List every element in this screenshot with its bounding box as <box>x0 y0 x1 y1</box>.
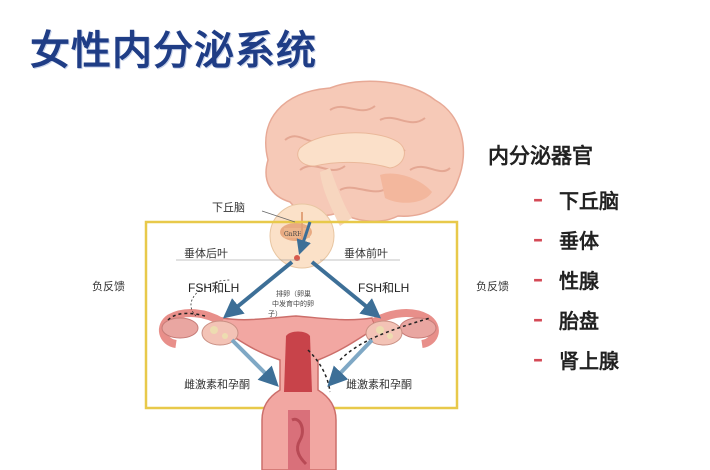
ovulation-label-3: 子） <box>268 310 282 318</box>
anterior-pituitary-label: 垂体前叶 <box>344 246 388 260</box>
organ-label: 胎盘 <box>559 308 599 333</box>
organ-item: –下丘脑 <box>488 179 688 219</box>
hormone-arrows <box>190 221 382 387</box>
hormones-left-label: 雌激素和孕酮 <box>184 377 250 391</box>
posterior-pituitary-label: 垂体后叶 <box>184 246 228 260</box>
hypothalamus-pituitary: GnRH <box>269 203 335 269</box>
dash-icon: – <box>533 267 543 291</box>
arrow-right-ovary-to-uterus <box>327 338 374 387</box>
organ-label: 下丘脑 <box>559 188 619 213</box>
dash-icon: – <box>533 347 543 371</box>
gnrh-label: GnRH <box>284 231 302 238</box>
endocrine-organ-list: 内分泌器官 –下丘脑 –垂体 –性腺 –胎盘 –肾上腺 <box>488 140 688 379</box>
arrow-pituitary-to-right-ovary <box>310 260 382 319</box>
negative-feedback-left-label: 负反馈 <box>92 279 125 293</box>
arrow-left-ovary-to-uterus <box>230 338 279 387</box>
ovulation-label-1: 排卵（卵巢 <box>276 289 311 298</box>
organ-item: –肾上腺 <box>488 339 688 379</box>
reproductive-illustration <box>158 309 439 470</box>
organ-label: 性腺 <box>559 268 599 293</box>
organ-item: –性腺 <box>488 259 688 299</box>
ovulation-label-2: 中发育中的卵 <box>272 299 314 308</box>
organ-item: –胎盘 <box>488 299 688 339</box>
organ-list-heading: 内分泌器官 <box>488 144 593 168</box>
hormones-right-label: 雌激素和孕酮 <box>346 377 412 391</box>
hypothalamus-label: 下丘脑 <box>212 201 245 214</box>
organ-item: –垂体 <box>488 219 688 259</box>
negative-feedback-right-label: 负反馈 <box>476 279 509 293</box>
organ-label: 垂体 <box>559 228 599 253</box>
arrow-hypothalamus-to-pituitary <box>296 221 312 255</box>
dash-icon: – <box>533 227 543 251</box>
brain-illustration <box>265 80 465 226</box>
fsh-lh-right-label: FSH和LH <box>358 281 409 295</box>
arrow-pituitary-to-left-ovary <box>222 260 294 319</box>
page-title: 女性内分泌系统 <box>30 28 317 74</box>
dash-icon: – <box>533 307 543 331</box>
organ-label: 肾上腺 <box>559 348 619 373</box>
dash-icon: – <box>533 187 543 211</box>
fsh-lh-left-label: FSH和LH <box>188 281 239 295</box>
